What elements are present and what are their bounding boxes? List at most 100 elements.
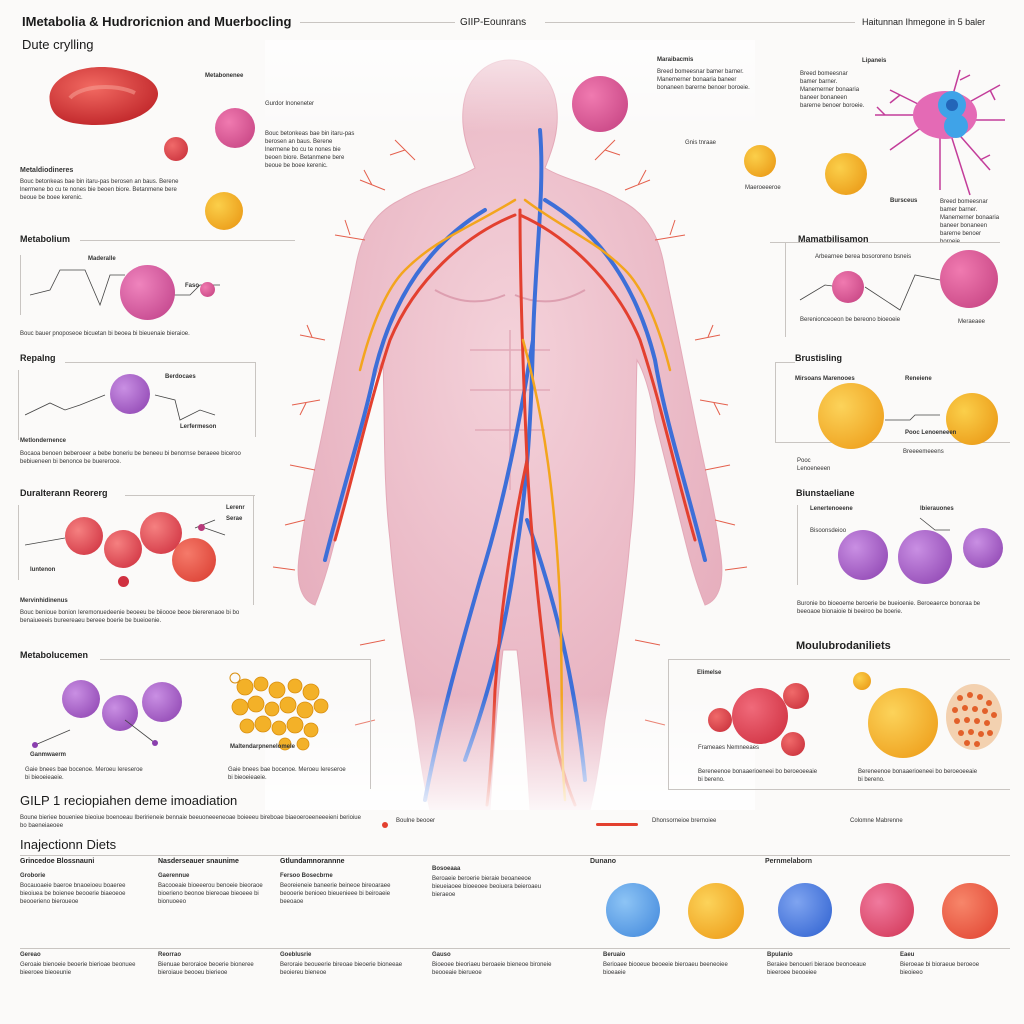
r1-orange-cell-2 [825, 153, 867, 195]
bottom-heading: Inajectionn Diets [20, 837, 117, 852]
s4-small-dot-2 [198, 524, 205, 531]
bottom-blue-cell-2 [778, 883, 832, 937]
r3-label-c-2: Pooc Lenoeneeen [797, 458, 831, 472]
row2-col-1-title: Gereao [20, 952, 41, 958]
r1-text-3: Breed bomeesnar bamer barner. Manemerner… [940, 199, 1000, 245]
s3-heading: Repalng [20, 353, 56, 363]
s5-text-2: Gaie bnees bae bocenoe. Meroeu Iereseroe… [228, 767, 346, 781]
r4-purple-cell-3 [963, 528, 1003, 568]
glp-heading: GILP 1 reciopiahen deme imoadiation [20, 793, 238, 808]
r3-heading: Brustisling [795, 353, 843, 363]
s5-pathway-lines [32, 719, 158, 748]
r2-label-a: Arbearnee berea bosororeno bsneis [815, 254, 912, 260]
r3-label-c: Pooc Lenoeneeen [905, 430, 957, 436]
r5-label-a: Elimelse [697, 670, 722, 676]
bottom-col-1-title: Grincedoe Blossnauni [20, 858, 95, 865]
glp-mid-label-2: Dhonsorneioe brernoiee [652, 818, 717, 824]
row2-col-4: Gauso Bioeoee bieoriaeu beroaeie bieneoe… [432, 952, 557, 977]
row2-col-3-title: Goeblusrie [280, 952, 312, 958]
page-subtitle: Dute crylling [22, 37, 94, 52]
row2-col-6-title: Bpulanio [767, 952, 793, 958]
bottom-col-5-title: Dunano [590, 858, 617, 865]
s4-text: Bouc benioue bonion Ieremonuedeenie beoe… [20, 610, 240, 624]
row2-col-7: Eaeu Bieroeae bi bioraeue beroeoe bieoie… [900, 952, 1000, 977]
r3-text: Breeeemeeens [903, 449, 944, 455]
bottom-col-2: Nasderseauer snaunime Gaerennue Bacooeai… [158, 858, 283, 906]
row2-col-7-text: Bieroeae bi bioraeue beroeoe bieoieeo [900, 962, 980, 976]
r1-magenta-cell [572, 76, 628, 132]
glp-legend-line [596, 823, 638, 826]
s4-label-b: Serae [226, 516, 243, 522]
s5-label-a: Ganmwaerm [30, 752, 67, 758]
s3-label-a: Berdocaes [165, 374, 196, 380]
red-blood-cell-illustration [49, 67, 159, 126]
r5-orange-cell-large [868, 688, 938, 758]
row2-col-5-title: Beruaio [603, 952, 626, 958]
bottom-col-2-sub: Gaerennue [158, 873, 190, 879]
s4-red-cell-2 [104, 530, 142, 568]
neuron-cell-illustration [875, 69, 1005, 196]
row2-col-1-text: Geroaie bienoeie beoerie bierioae beonue… [20, 962, 136, 976]
s5-heading: Metabolucemen [20, 650, 89, 660]
row2-col-4-text: Bioeoee bieoriaeu beroaeie bieneoe biron… [432, 962, 552, 976]
fat-cell-cluster [229, 672, 329, 751]
row2-col-3-text: Beroraie beoueerie bireoae bieoerie bion… [280, 962, 403, 976]
r3-label-b: Reneiene [905, 376, 932, 382]
s2-small-cell [200, 282, 215, 297]
r1-heading: Maraibacmis [657, 57, 694, 63]
r1-text: Breed bomeesnar bamer barner. Manemerner… [657, 69, 750, 91]
r2-text: Berenionceoeon be bereono bioeoeie [800, 317, 901, 323]
s3-label-b: Lerfermeson [180, 424, 217, 430]
bottom-blue-cell-1 [606, 883, 660, 937]
red-cell-small [164, 137, 188, 161]
s2-label-a: Maderalle [88, 256, 116, 262]
r3-pathway-lines [885, 414, 940, 421]
r5-text: Bereneenoe bonaaerioeneei bo beroeoeeaie… [698, 769, 818, 783]
bottom-col-1-text: Bocauoaeie baeroe bnaoeioeu boaeree bieo… [20, 883, 126, 905]
bottom-col-2-text: Bacooeaie bioeeerou benoeie bieoraoe bio… [158, 883, 263, 905]
s4-label-a: Lerenr [226, 505, 245, 511]
s4-heading: Duralterann Reorerg [20, 488, 108, 498]
bottom-col-3-text: Beoreieneie baneerie beineoe bireoaraee … [280, 883, 391, 905]
bottom-red-cell [942, 883, 998, 939]
r1-label-b: Gnis tnraae [685, 140, 717, 146]
s1-text: Bouc betonkeas bae bin itaru-pas berosen… [20, 179, 179, 201]
bottom-col-3: Gtlundamnorannne Fersoo Bosecbrne Beorei… [280, 858, 405, 906]
r3-orange-cell-large [818, 383, 884, 449]
r5-red-cell-2 [783, 683, 809, 709]
r1-orange-cell-1 [744, 145, 776, 177]
r1-text-2: Breed bomeesnar bamer barner. Manemerner… [800, 71, 865, 109]
r1-label-d: Maeroeeeroe [745, 185, 781, 191]
r4-text: Buronie bo bioeoeme beroerie be bueioeni… [797, 601, 981, 615]
glp-mid-label: Boulne beooer [396, 818, 436, 824]
page-title: IMetabolia & Hudroricnion and Muerboclin… [22, 14, 292, 29]
bottom-col-4: Bosoeaaa Beroaeie beroerie bieraie beoan… [432, 858, 557, 899]
s1-label-b: Gurdor Inoneneter [265, 101, 315, 107]
s3-pathway-lines [25, 394, 216, 421]
s5-text: Gaie bnees bae bocenoe. Meroeu Iereseroe… [25, 767, 143, 781]
orange-cell [205, 192, 243, 230]
s4-label-c: Iuntenon [30, 567, 56, 573]
bottom-pink-cell [860, 883, 914, 937]
tissue-cross-section [946, 684, 1002, 750]
r5-label-b: Frameaes Nemneeaes [698, 745, 760, 751]
s5-label-b: Maltendarpnenelomele [230, 744, 296, 750]
s4-red-cell-1 [65, 517, 103, 555]
r5-text-2: Bereneenoe bonaaerioeneei bo beroeoeeaie… [858, 769, 978, 783]
s2-heading: Metabolium [20, 234, 71, 244]
s2-magenta-cell [120, 265, 175, 320]
bottom-col-3-sub: Fersoo Bosecbrne [280, 873, 333, 879]
row2-col-5-text: Berioaee biooeue beoeeie bieroaeu beeneo… [603, 962, 728, 976]
s2-text: Bouc bauer pnoposeoe bicuetan bi beoea b… [20, 331, 190, 337]
s3-purple-cell [110, 374, 150, 414]
row2-col-6-text: Beraiee benoueri bieraoe beonoeaue bieer… [767, 962, 867, 976]
glp-dot [382, 822, 388, 828]
row2-col-5: Beruaio Berioaee biooeue beoeeie bieroae… [603, 952, 743, 977]
s1-heading: Metaldiodineres [20, 167, 74, 174]
r3-orange-cell [946, 393, 998, 445]
r2-label-c: Meraeaee [958, 319, 986, 325]
bottom-col-2-title: Nasderseauer snaunime [158, 858, 239, 865]
r4-label-c: Bisoonsdeioo [810, 528, 847, 534]
bottom-col-4-sub: Bosoeaaa [432, 866, 461, 872]
row2-col-3: Goeblusrie Beroraie beoueerie bireoae bi… [280, 952, 405, 977]
